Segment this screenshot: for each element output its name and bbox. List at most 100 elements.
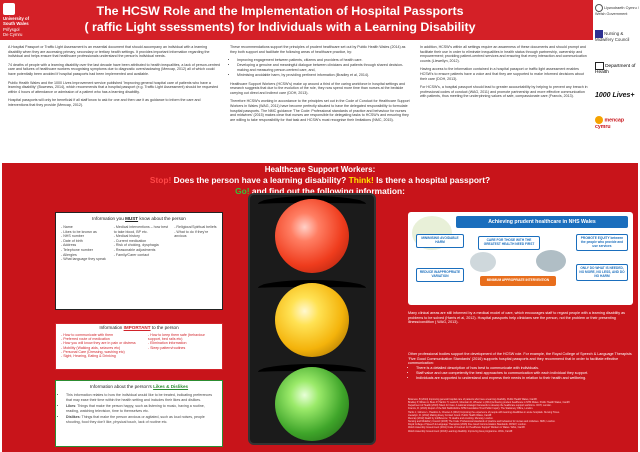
- welsh-government-logo: Llywodraeth Cymru / Welsh Government: [595, 4, 639, 17]
- box-title: Information you MUST know about the pers…: [56, 216, 222, 222]
- principle-box: MINIMISING AVOIDABLE HARM: [416, 234, 464, 248]
- title-line-1: The HCSW Role and the Implementation of …: [96, 4, 464, 18]
- reference: Department of Health (2013) Talent for C…: [408, 404, 552, 408]
- paragraph: Healthcare Support Workers (HCSW's) make…: [230, 81, 405, 95]
- list-item: Address: [61, 243, 108, 248]
- people-illustration-icon: [470, 252, 496, 272]
- title-emphasis: MUST: [125, 216, 139, 221]
- heading-text: and find out the following information:: [249, 185, 405, 196]
- title-emphasis: Likes & Dislikes: [153, 384, 189, 389]
- prudent-healthcare-graphic: Achieving prudent healthcare in NHS Wale…: [408, 212, 633, 305]
- mencap-icon: [595, 116, 603, 124]
- professional-bodies-text: Other professional bodies support the de…: [408, 352, 632, 380]
- poster-title: The HCSW Role and the Implementation of …: [60, 3, 500, 35]
- must-know-list-right: Religious/Spiritual beliefs What to do i…: [174, 225, 217, 262]
- item-label: Dislikes: [66, 415, 80, 420]
- doh-logo: Department of Health: [595, 62, 639, 76]
- important-list-right: How to keep them safe (behaviour support…: [148, 333, 217, 358]
- list-item: There is a detailed description of how b…: [416, 366, 632, 371]
- panel-heading-line-2: Stop! Does the person have a learning di…: [0, 175, 640, 186]
- box-title: Information about the person's Likes & D…: [56, 384, 222, 390]
- must-know-list-mid: Medical interventions – how best to take…: [114, 225, 168, 262]
- reference: Nursing and Midwifery Council (2015) The…: [408, 420, 556, 424]
- list-item: How to keep them safe (behaviour support…: [148, 333, 217, 341]
- communication-bullets: There is a detailed description of how b…: [416, 366, 632, 380]
- logo-label: Nursing & Midwifery Council: [595, 31, 630, 42]
- list-item: Allergies: [61, 253, 108, 258]
- list-item: Medical interventions – how best to take…: [114, 225, 168, 234]
- graphic-title: Achieving prudent healthcare in NHS Wale…: [456, 216, 628, 228]
- list-item: Sight, Hearing, Eating & Drinking: [61, 354, 142, 358]
- paragraph: In addition, HCSW's within all settings …: [420, 45, 587, 63]
- people-illustration-icon: [536, 250, 566, 272]
- paragraph: For HCSW's, a hospital passport should l…: [420, 85, 588, 99]
- list-item: What to do if they're anxious: [174, 230, 217, 239]
- must-know-lists: Name Likes to be known as NHS number Dat…: [56, 225, 222, 262]
- partner-logos: Llywodraeth Cymru / Welsh Government Nur…: [593, 0, 640, 160]
- mencap-logo: mencap cymru: [595, 116, 639, 130]
- amber-light-icon: [275, 283, 349, 357]
- university-crest-icon: [3, 3, 15, 15]
- heading-text: Does the person have a learning disabili…: [171, 175, 349, 185]
- paragraph: These recommendations support the princi…: [230, 45, 406, 54]
- references: Bowness, B (2014) Improving general hosp…: [408, 398, 634, 433]
- list-item: Minimising avoidable harm, by providing …: [237, 73, 410, 78]
- panel-heading-line-1: Healthcare Support Workers:: [264, 165, 376, 174]
- box-title: Information IMPORTANT to the person: [56, 325, 222, 331]
- logo-line: South Wales: [3, 21, 29, 27]
- paragraph: Hospital passports will only be benefici…: [8, 98, 201, 107]
- title-emphasis: IMPORTANT: [123, 325, 151, 330]
- paragraph: 74 deaths of people with a learning disa…: [8, 62, 220, 76]
- dragon-icon: [595, 4, 603, 12]
- logo-label: Llywodraeth Cymru / Welsh Government: [595, 6, 639, 16]
- list-item: NHS number: [61, 234, 108, 239]
- logo-label: Department of Health: [595, 64, 636, 75]
- think-keyword: Think!: [348, 175, 374, 185]
- nmc-logo: Nursing & Midwifery Council: [595, 30, 639, 43]
- item-text: : Things that make the person happy, suc…: [66, 404, 205, 413]
- list-item: Developing a genuine and meaningful dial…: [237, 63, 410, 72]
- title-text: Information you: [92, 216, 126, 221]
- important-list-left: How to communicate with them Preferred r…: [61, 333, 142, 358]
- list-item: Mobility (Walking aids, seizures etc): [61, 346, 142, 350]
- university-logo: University of South Wales Prifysgol De C…: [3, 3, 47, 37]
- list-item: What language they speak: [61, 257, 108, 262]
- panel-heading-line-3: Go! and find out the following informati…: [0, 186, 640, 197]
- title-text: to the person: [150, 325, 179, 330]
- right-column: In addition, HCSW's within all settings …: [420, 45, 590, 103]
- must-know-list-left: Name Likes to be known as NHS number Dat…: [61, 225, 108, 262]
- logo-line: De Cymru: [3, 32, 23, 38]
- principle-box: ONLY DO WHAT IS NEEDED, NO MORE, NO LESS…: [576, 264, 628, 282]
- list-item: Reasonable adjustments: [114, 248, 168, 253]
- heading-text: Is there a hospital passport?: [373, 175, 491, 185]
- list-item: Staff value and use competently the best…: [416, 371, 632, 376]
- list-item: Religious/Spiritual beliefs: [174, 225, 217, 230]
- reference: Welsh Assembly Government (2013) Learnin…: [408, 429, 513, 433]
- list-item: Risk of choking, dysphagia: [114, 243, 168, 248]
- item-text: This information relates to how the indi…: [66, 393, 213, 402]
- list-item: Medical history: [114, 234, 168, 239]
- logo-line: University of: [3, 16, 30, 21]
- middle-column: These recommendations support the princi…: [230, 45, 410, 126]
- list-item: Elimination information: [148, 341, 217, 345]
- title-text: Information about the person's: [89, 384, 154, 389]
- principle-box: MINIMUM APPROPRIATE INTERVENTION: [480, 276, 556, 286]
- reference: Harris J, Gilmore L, Hawkins A, Chester …: [408, 410, 560, 414]
- poster-header: University of South Wales Prifysgol De C…: [0, 0, 640, 40]
- list-item: Improving engagement between patients, c…: [237, 58, 410, 63]
- reference: Welsh Assembly Government (2011) Code of…: [408, 426, 526, 430]
- list-item: Date of birth: [61, 239, 108, 244]
- principle-box: CARE FOR THOSE WITH THE GREATEST HEALTH …: [478, 236, 540, 250]
- paragraph: Other professional bodies support the de…: [408, 352, 632, 366]
- logo-label: 1000 Lives+: [595, 92, 635, 99]
- reference: Royal College of Speech & Language Thera…: [408, 423, 527, 427]
- paragraph: A Hospital Passport or Traffic Light Ass…: [8, 45, 210, 59]
- paragraph: Public Health Wales and the 1000 Lives I…: [8, 80, 219, 94]
- stop-keyword: Stop!: [149, 175, 172, 185]
- 1000-lives-logo: 1000 Lives+: [595, 92, 639, 100]
- nmc-icon: [595, 30, 603, 38]
- title-text: know about the person: [138, 216, 186, 221]
- list-item: Likes: Things that make the person happy…: [66, 404, 218, 413]
- list-item: Likes to be known as: [61, 230, 108, 235]
- list-item: Telephone number: [61, 248, 108, 253]
